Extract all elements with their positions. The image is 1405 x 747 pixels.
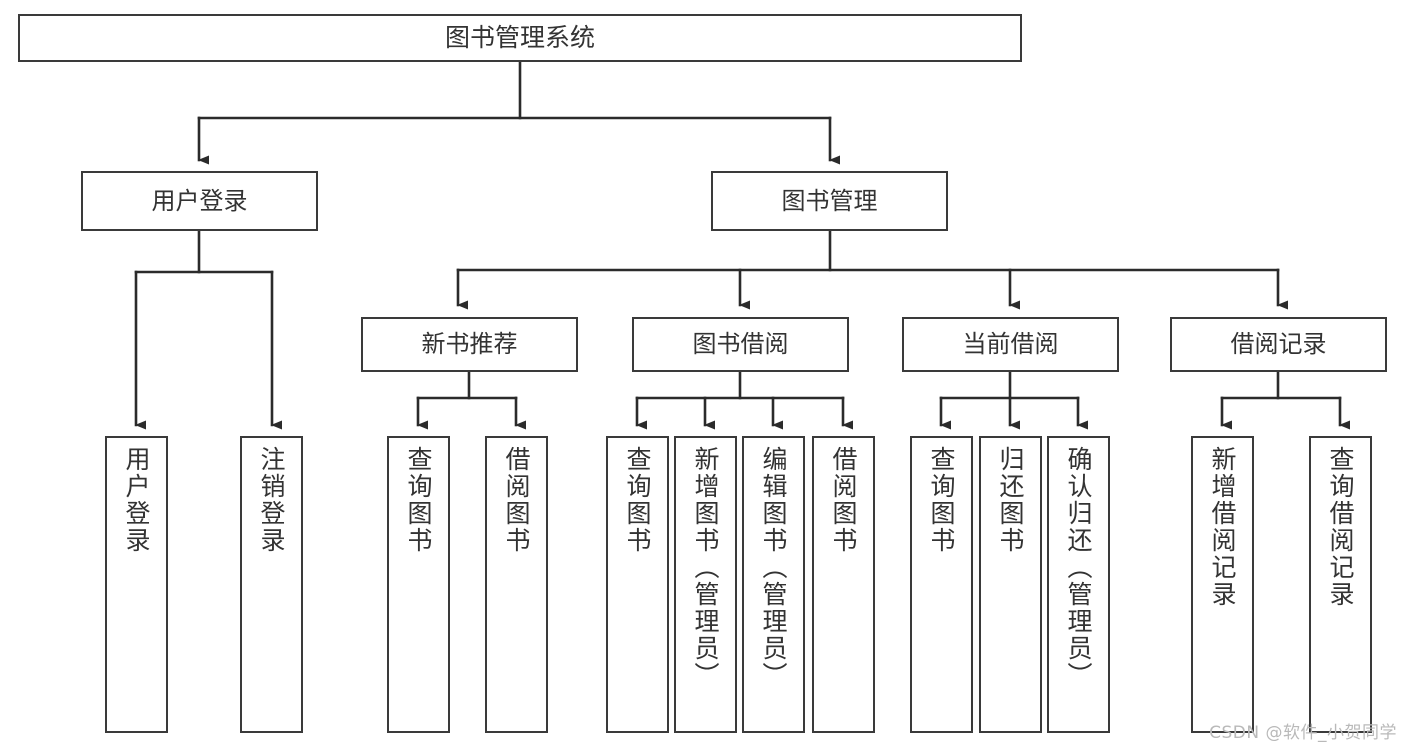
node-label: 查询图书 bbox=[927, 446, 956, 554]
node-label: 查询图书 bbox=[623, 446, 652, 554]
node-leaf-confirm-return[interactable]: 确认归还（管理员） bbox=[1047, 436, 1110, 733]
node-book-management-system[interactable]: 图书管理系统 bbox=[18, 14, 1022, 62]
node-book-borrow[interactable]: 图书借阅 bbox=[632, 317, 849, 372]
node-leaf-add-borrow-record[interactable]: 新增借阅记录 bbox=[1191, 436, 1254, 733]
node-leaf-edit-book[interactable]: 编辑图书（管理员） bbox=[742, 436, 805, 733]
node-leaf-return-book[interactable]: 归还图书 bbox=[979, 436, 1042, 733]
node-leaf-query-book-current[interactable]: 查询图书 bbox=[910, 436, 973, 733]
node-user-login[interactable]: 用户登录 bbox=[81, 171, 318, 231]
node-leaf-logout-login[interactable]: 注销登录 bbox=[240, 436, 303, 733]
node-leaf-borrow-book-recommend[interactable]: 借阅图书 bbox=[485, 436, 548, 733]
node-label: 新增借阅记录 bbox=[1208, 446, 1237, 608]
node-label: 图书管理系统 bbox=[444, 23, 595, 52]
node-new-book-recommend[interactable]: 新书推荐 bbox=[361, 317, 578, 372]
node-leaf-borrow-book[interactable]: 借阅图书 bbox=[812, 436, 875, 733]
node-current-borrow[interactable]: 当前借阅 bbox=[902, 317, 1119, 372]
node-label: 注销登录 bbox=[257, 446, 286, 554]
node-leaf-query-book-recommend[interactable]: 查询图书 bbox=[387, 436, 450, 733]
node-leaf-add-book[interactable]: 新增图书（管理员） bbox=[674, 436, 737, 733]
node-leaf-user-login[interactable]: 用户登录 bbox=[105, 436, 168, 733]
node-leaf-query-book-borrow[interactable]: 查询图书 bbox=[606, 436, 669, 733]
node-label: 编辑图书（管理员） bbox=[759, 446, 788, 689]
node-label: 归还图书 bbox=[996, 446, 1025, 554]
watermark-text: CSDN @软件_小贺同学 bbox=[1209, 723, 1397, 743]
node-label: 借阅记录 bbox=[1230, 330, 1327, 359]
node-label: 确认归还（管理员） bbox=[1064, 446, 1093, 689]
node-label: 当前借阅 bbox=[962, 330, 1059, 359]
node-label: 图书借阅 bbox=[692, 330, 789, 359]
node-label: 用户登录 bbox=[122, 446, 151, 554]
node-label: 新书推荐 bbox=[421, 330, 518, 359]
node-borrow-record[interactable]: 借阅记录 bbox=[1170, 317, 1387, 372]
node-label: 查询图书 bbox=[404, 446, 433, 554]
node-label: 用户登录 bbox=[151, 186, 248, 215]
node-label: 借阅图书 bbox=[502, 446, 531, 554]
node-leaf-query-borrow-record[interactable]: 查询借阅记录 bbox=[1309, 436, 1372, 733]
node-book-management[interactable]: 图书管理 bbox=[711, 171, 948, 231]
node-label: 查询借阅记录 bbox=[1326, 446, 1355, 608]
node-label: 新增图书（管理员） bbox=[691, 446, 720, 689]
node-label: 借阅图书 bbox=[829, 446, 858, 554]
node-label: 图书管理 bbox=[781, 186, 878, 215]
